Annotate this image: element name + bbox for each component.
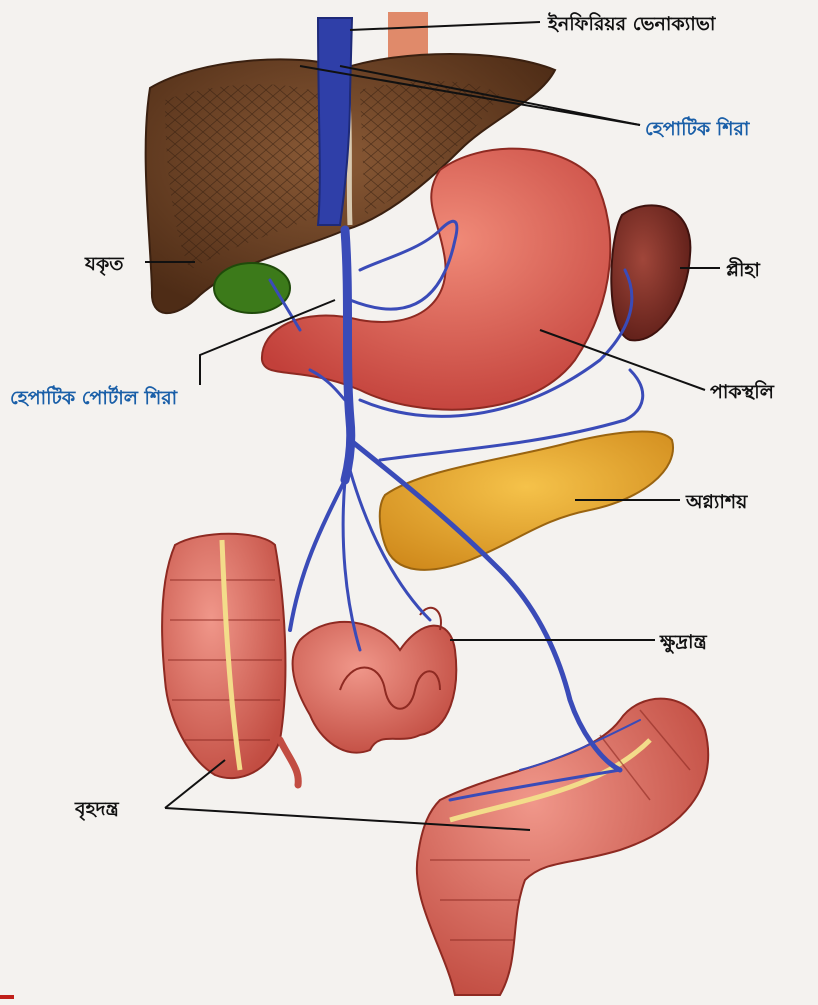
label-hepatic-portal-vein: হেপাটিক পোর্টাল শিরা — [10, 385, 179, 409]
label-pancreas: অগ্ন্যাশয় — [685, 491, 748, 513]
page-mark — [0, 995, 14, 999]
leader-ivc — [350, 22, 540, 30]
leader-large-intestine-1 — [165, 760, 225, 808]
label-hepatic-vein: হেপাটিক শিরা — [645, 116, 751, 140]
label-stomach: পাকস্থলি — [710, 380, 775, 403]
label-small-intestine: ক্ষুদ্রান্ত্র — [659, 631, 708, 654]
label-large-intestine: বৃহদন্ত্র — [74, 798, 120, 821]
large-intestine-sigmoid — [417, 699, 708, 995]
gallbladder — [214, 263, 290, 313]
small-intestine — [293, 608, 457, 753]
spleen — [611, 205, 690, 340]
label-ivc: ইনফিরিয়র ভেনাক্যাভা — [547, 12, 717, 35]
large-intestine-ascending — [162, 534, 298, 785]
label-liver: যকৃত — [84, 253, 124, 277]
label-spleen: প্লীহা — [726, 257, 761, 281]
